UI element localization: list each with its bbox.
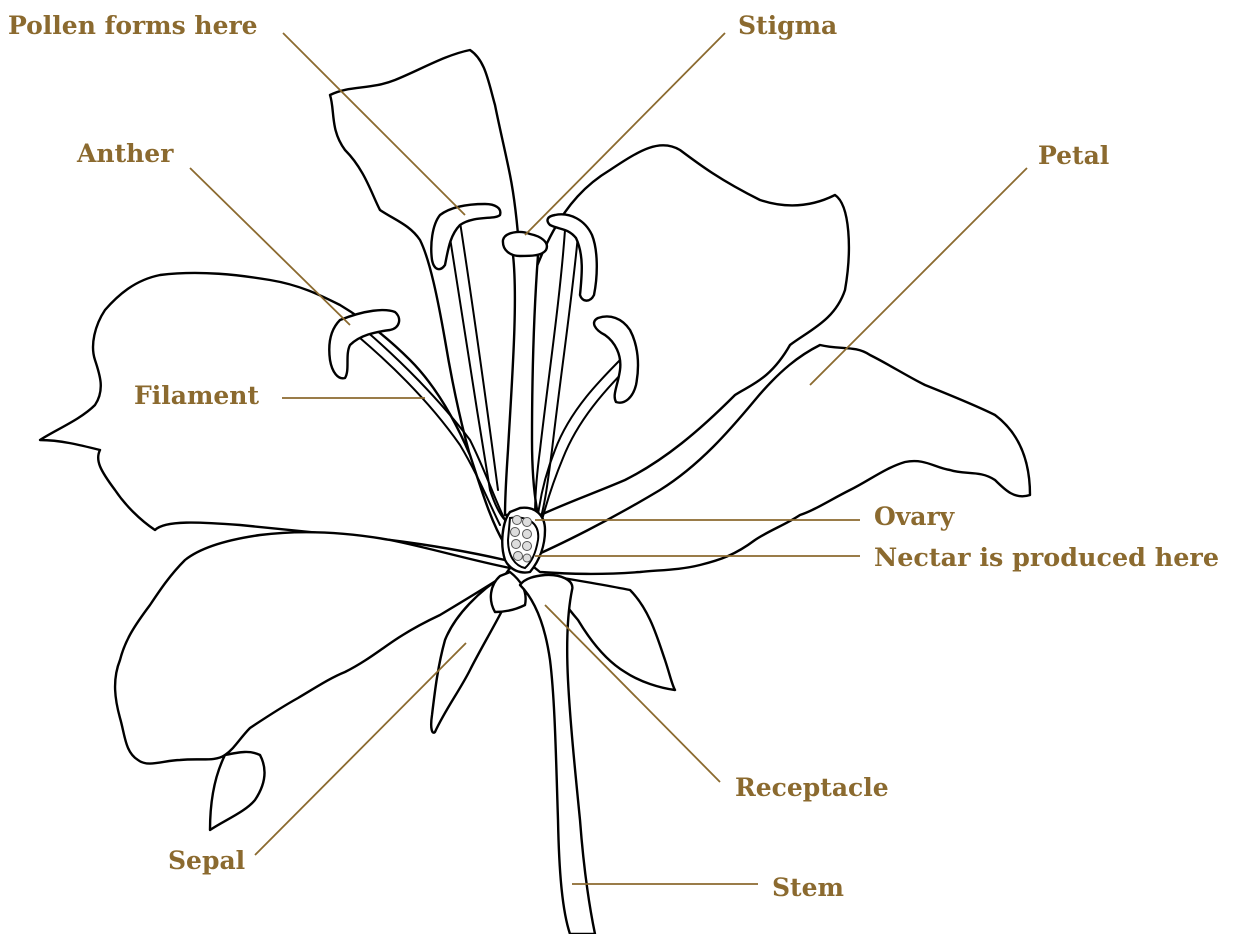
label-receptacle: Receptacle xyxy=(735,773,889,802)
label-anther: Anther xyxy=(76,139,174,168)
ovule xyxy=(512,540,521,549)
stigma-cap xyxy=(503,232,547,256)
label-petal: Petal xyxy=(1038,141,1109,170)
label-stem: Stem xyxy=(772,873,844,902)
label-nectar: Nectar is produced here xyxy=(874,543,1219,572)
ovule xyxy=(514,552,523,561)
label-ovary: Ovary xyxy=(874,502,956,531)
label-sepal: Sepal xyxy=(168,846,245,875)
petal-left-upper xyxy=(40,273,505,560)
ovule xyxy=(523,530,532,539)
ovule xyxy=(511,528,520,537)
ovule xyxy=(523,518,532,527)
ovule xyxy=(523,554,531,562)
label-filament: Filament xyxy=(134,381,259,410)
label-stigma: Stigma xyxy=(738,11,837,40)
ovule xyxy=(523,542,532,551)
petal-left-lower-tip xyxy=(210,752,265,830)
label-pollen: Pollen forms here xyxy=(8,11,258,40)
ovule xyxy=(513,516,522,525)
